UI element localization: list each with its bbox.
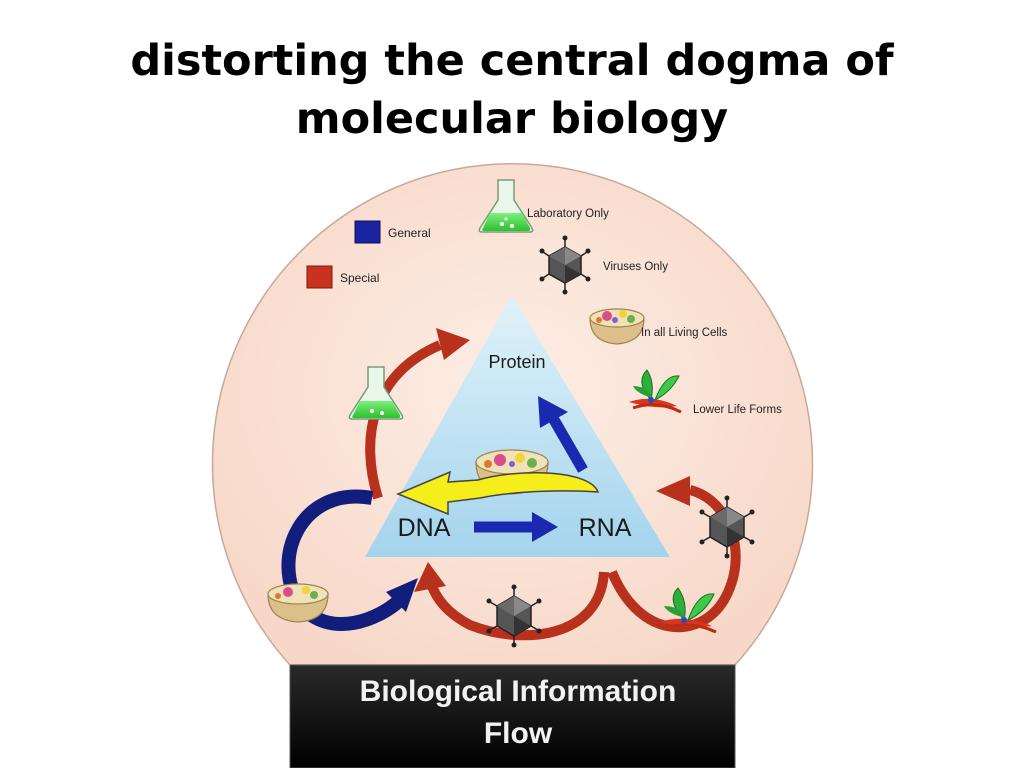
plant-icon xyxy=(660,587,717,634)
virus-icon xyxy=(486,584,542,648)
arrow-yellow-transfer xyxy=(396,470,600,516)
arrow-rna-to-dna xyxy=(425,571,609,641)
legend: General Special xyxy=(306,220,431,289)
legend-label-general: General xyxy=(388,226,431,240)
node-rna: RNA xyxy=(579,514,632,542)
banner: Biological Information Flow xyxy=(289,664,736,768)
key-lower-life: Lower Life Forms xyxy=(629,369,782,416)
arrow-rna-to-protein xyxy=(548,415,588,473)
flask-icon xyxy=(348,366,404,420)
arrow-rna-to-dna-head xyxy=(414,562,446,592)
key-label-living-cells: In all Living Cells xyxy=(641,327,728,339)
flask-icon xyxy=(478,179,534,233)
banner-background xyxy=(289,664,736,768)
title-line-2: molecular biology xyxy=(295,94,729,144)
key-label-laboratory: Laboratory Only xyxy=(527,208,609,220)
virus-icon xyxy=(539,235,591,295)
title-line-1: distorting the central dogma of xyxy=(130,36,894,86)
arrow-rna-to-protein-head xyxy=(538,396,568,428)
virus-icon xyxy=(699,495,755,559)
plant-icon xyxy=(629,369,682,414)
arrow-dna-to-rna-head xyxy=(532,512,558,542)
legend-swatch-general xyxy=(354,220,381,244)
cell-icon xyxy=(589,308,645,345)
key-label-lower-life: Lower Life Forms xyxy=(693,404,782,416)
key-label-viruses: Viruses Only xyxy=(603,261,668,273)
arrow-dna-replication-head xyxy=(386,578,418,612)
key-laboratory: Laboratory Only xyxy=(478,179,609,233)
arrow-dna-to-protein-head xyxy=(436,328,470,360)
node-dna: DNA xyxy=(398,514,451,542)
legend-swatch-special xyxy=(306,265,333,289)
banner-title-line-1: Biological Information xyxy=(360,675,677,708)
banner-title-line-2: Flow xyxy=(484,717,553,750)
key-viruses: Viruses Only xyxy=(539,235,668,295)
key-living-cells: In all Living Cells xyxy=(589,308,728,345)
cell-icon xyxy=(267,583,329,623)
arrow-rna-replication-head xyxy=(656,476,690,506)
slide-title: distorting the central dogma of molecula… xyxy=(112,32,912,148)
legend-label-special: Special xyxy=(340,271,379,285)
node-protein: Protein xyxy=(488,352,545,372)
